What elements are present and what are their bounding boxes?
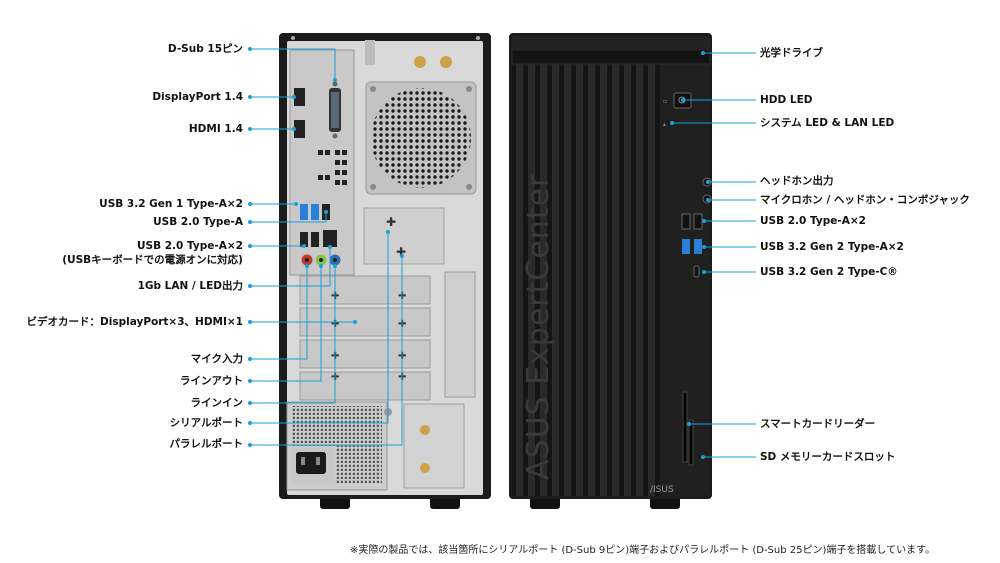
front-usb32-1 [682,239,690,254]
optical-drive [511,49,711,65]
antenna-1 [414,56,426,68]
displayport-port [294,88,305,106]
label-front-usb32: USB 3.2 Gen 2 Type-A×2 [760,241,904,253]
label-hdmi: HDMI 1.4 [188,123,243,135]
label-mic-in: マイク入力 [190,353,243,365]
front-ribs [512,36,660,496]
front-logo: /ISUS [650,485,674,495]
svg-text:✚: ✚ [396,245,406,259]
label-usb-keyboard-note: (USBキーボードでの電源オンに対応) [62,254,243,266]
rear-usb20-1 [300,232,308,247]
label-sd-slot: SD メモリーカードスロット [760,451,896,463]
sd-slot [688,419,694,466]
fan-grill [371,88,471,188]
label-serial: シリアルポート [169,417,243,429]
rear-usb32-2 [311,204,319,220]
expansion-slots: ✚✚ ✚✚ ✚✚ ✚✚ [299,271,476,401]
label-line-in: ラインイン [190,397,244,409]
footnote: ※実際の製品では、該当箇所にシリアルポート (D-Sub 9ピン)端子およびパラ… [350,545,936,556]
svg-text:▴: ▴ [663,121,666,128]
rear-usb32-1 [300,204,308,220]
label-combo-jack: マイクロホン / ヘッドホン・コンボジャック [760,194,970,206]
label-dsub15: D-Sub 15ピン [167,43,243,55]
label-front-usb20: USB 2.0 Type-A×2 [760,215,866,227]
label-optical-drive: 光学ドライブ [760,47,823,59]
label-lan: 1Gb LAN / LED出力 [137,280,243,292]
leader-lines [250,48,756,458]
front-usb20-1 [681,213,691,230]
label-smart-card: スマートカードリーダー [760,418,876,430]
rear-view: ✚ ✚ ✚✚ ✚✚ ✚✚ ✚✚ [279,33,491,509]
leader-dots [248,47,710,459]
label-hdd-led: HDD LED [760,94,813,106]
power-inlet [296,452,326,474]
front-brand-text: ASUS ExpertCenter [521,174,556,480]
front-usb32-2 [694,239,702,254]
label-displayport: DisplayPort 1.4 [152,91,243,103]
front-usbc [693,265,700,278]
label-line-out: ラインアウト [180,375,243,387]
label-video-card: ビデオカード：DisplayPort×3、HDMI×1 [26,316,243,328]
front-usb20-2 [693,213,703,230]
lan-port [323,230,337,247]
label-system-led: システム LED & LAN LED [760,117,895,129]
antenna-2 [440,56,452,68]
label-usb20-a: USB 2.0 Type-A [153,216,243,228]
label-headphone-out: ヘッドホン出力 [760,175,834,187]
svg-text:▫: ▫ [663,98,667,105]
label-parallel: パラレルポート [169,438,244,450]
rear-usb20-2 [311,232,319,247]
label-usb20-a2: USB 2.0 Type-A×2 [137,240,243,252]
smart-card-slot [682,391,688,463]
front-view: ▫ ▴ ASUS ExpertCenter /ISUS [509,33,712,509]
label-front-usbc: USB 3.2 Gen 2 Type-C® [760,266,898,278]
label-usb32-gen1: USB 3.2 Gen 1 Type-A×2 [99,198,243,210]
svg-text:✚: ✚ [386,215,396,229]
hdmi-port [294,120,305,138]
